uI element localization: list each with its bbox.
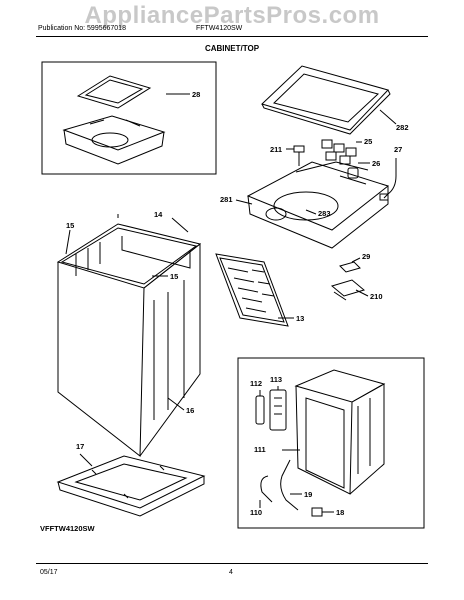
callout-29: 29 bbox=[362, 252, 371, 261]
callout-211: 211 bbox=[270, 145, 283, 154]
control-board-112 bbox=[255, 395, 265, 425]
inset-box-28 bbox=[41, 61, 217, 175]
model-number: FFTW4120SW bbox=[196, 25, 243, 32]
hose-27 bbox=[379, 158, 397, 201]
callout-110: 110 bbox=[250, 508, 263, 517]
inset-box-bottom bbox=[237, 357, 425, 529]
top-281 bbox=[246, 161, 390, 249]
callout-18: 18 bbox=[336, 508, 345, 517]
page-number: 4 bbox=[229, 569, 233, 576]
part-210 bbox=[330, 279, 366, 301]
callout-15-mid: 15 bbox=[170, 272, 179, 281]
callout-17: 17 bbox=[76, 442, 85, 451]
publication-number: Publication No: 5995667018 bbox=[38, 25, 126, 32]
cabinet-16 bbox=[56, 223, 202, 458]
hose-19 bbox=[260, 459, 299, 511]
parts-25 bbox=[321, 139, 357, 165]
mini-cabinet bbox=[294, 369, 386, 495]
callout-112: 112 bbox=[250, 379, 263, 388]
callout-113: 113 bbox=[270, 375, 283, 384]
top-small bbox=[62, 115, 166, 165]
rear-panel-13 bbox=[215, 253, 289, 327]
callout-16: 16 bbox=[186, 406, 195, 415]
callout-26: 26 bbox=[372, 159, 381, 168]
callout-28: 28 bbox=[192, 90, 201, 99]
model-variant-label: VFFTW4120SW bbox=[40, 524, 95, 533]
header-rule bbox=[36, 36, 428, 37]
callout-283: 283 bbox=[318, 209, 331, 218]
part-26 bbox=[347, 167, 359, 179]
callout-27: 27 bbox=[394, 145, 403, 154]
footer-rule bbox=[36, 563, 428, 564]
callout-282: 282 bbox=[396, 123, 409, 132]
callout-111: 111 bbox=[254, 445, 266, 454]
callout-281: 281 bbox=[220, 195, 233, 204]
base-17 bbox=[56, 455, 206, 517]
part-18 bbox=[311, 507, 323, 517]
lid-small bbox=[76, 75, 152, 109]
part-29 bbox=[339, 261, 361, 273]
callout-14: 14 bbox=[154, 210, 163, 219]
callout-15-top: 15 bbox=[66, 221, 75, 230]
section-title: CABINET/TOP bbox=[204, 44, 260, 53]
callout-25: 25 bbox=[364, 137, 373, 146]
callout-210: 210 bbox=[370, 292, 383, 301]
watermark: AppliancePartsPros.com bbox=[84, 2, 380, 29]
callout-13: 13 bbox=[296, 314, 305, 323]
callout-19: 19 bbox=[304, 490, 313, 499]
part-211 bbox=[293, 145, 305, 166]
control-board-113 bbox=[269, 389, 287, 431]
footer-date: 05/17 bbox=[40, 569, 58, 576]
lid-282 bbox=[261, 65, 391, 135]
